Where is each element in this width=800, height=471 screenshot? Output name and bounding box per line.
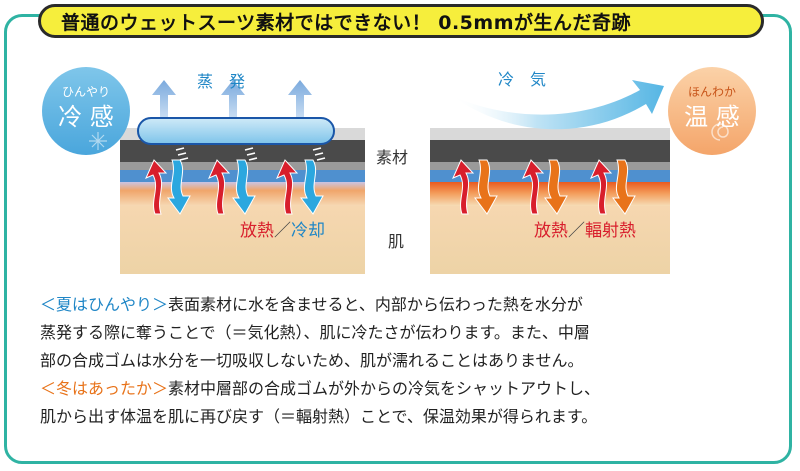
evaporation-arrows (152, 80, 312, 117)
summer-panel: 蒸 発 放熱／冷却 ひんやり 冷 感 (42, 67, 365, 274)
winter-line-2: 肌から出す体温を肌に再び戻す（＝輻射熱）ことで、保温効果が得られます。 (40, 407, 598, 426)
winter-bottom-b: 輻射熱 (585, 221, 636, 241)
summer-cool-arrows (167, 159, 324, 215)
summer-tag: ＜夏はひんやり＞ (40, 295, 169, 314)
summer-bottom-label: 放熱／冷却 (240, 221, 325, 241)
cold-air-arrow (452, 80, 664, 130)
cold-air-label: 冷 気 (498, 70, 546, 89)
winter-heat-arrows (452, 159, 613, 215)
cool-badge (42, 67, 130, 155)
summer-line-2: 蒸発する際に奪うことで（＝気化熱）、肌に冷たさが伝わります。また、中層 (40, 323, 590, 342)
warm-badge-ruby: ほんわか (688, 85, 736, 99)
summer-bottom-b: 冷却 (291, 221, 325, 241)
winter-text-1: 素材中層部の合成ゴムが外からの冷気をシャットアウトし、 (168, 379, 601, 398)
summer-line-3: 部の合成ゴムは水分を一切吸収しないため、肌が濡れることはありません。 (40, 351, 584, 370)
winter-bottom-a: 放熱 (534, 221, 568, 241)
summer-text-1: 表面素材に水を含ませると、内部から伝わった熱を水分が (168, 295, 583, 314)
warm-badge (668, 67, 756, 155)
skin-label: 肌 (388, 232, 404, 251)
warmth-swirl-icon (711, 123, 729, 141)
page-title: 普通のウェットスーツ素材ではできない！ 0.5mmが生んだ奇跡 (61, 11, 631, 34)
water-layer (137, 117, 335, 145)
winter-line-1: ＜冬はあったか＞素材中層部の合成ゴムが外からの冷気をシャットアウトし、 (40, 375, 770, 403)
winter-panel: 冷 気 放熱／輻射熱 ほんわか 温 感 (430, 67, 756, 274)
cool-badge-ruby: ひんやり (62, 85, 110, 99)
summer-line-1: ＜夏はひんやり＞表面素材に水を含ませると、内部から伝わった熱を水分が (40, 291, 770, 319)
summer-bottom-sep: ／ (274, 221, 291, 241)
winter-bottom-sep: ／ (568, 221, 585, 241)
warm-badge-main: 温 感 (684, 103, 740, 131)
winter-bottom-label: 放熱／輻射熱 (534, 221, 636, 241)
summer-heat-arrows (145, 159, 299, 215)
evaporation-label: 蒸 発 (197, 72, 245, 91)
summer-bottom-a: 放熱 (240, 221, 274, 241)
snowflake-icon (89, 132, 107, 150)
cool-badge-main: 冷 感 (58, 103, 114, 131)
description: ＜夏はひんやり＞表面素材に水を含ませると、内部から伝わった熱を水分が 蒸発する際… (40, 291, 770, 431)
material-label: 素材 (376, 148, 408, 167)
vapor-marks (175, 147, 326, 161)
winter-tag: ＜冬はあったか＞ (40, 379, 169, 398)
winter-return-arrows (474, 159, 636, 215)
title-banner: 普通のウェットスーツ素材ではできない！ 0.5mmが生んだ奇跡 (38, 4, 764, 38)
